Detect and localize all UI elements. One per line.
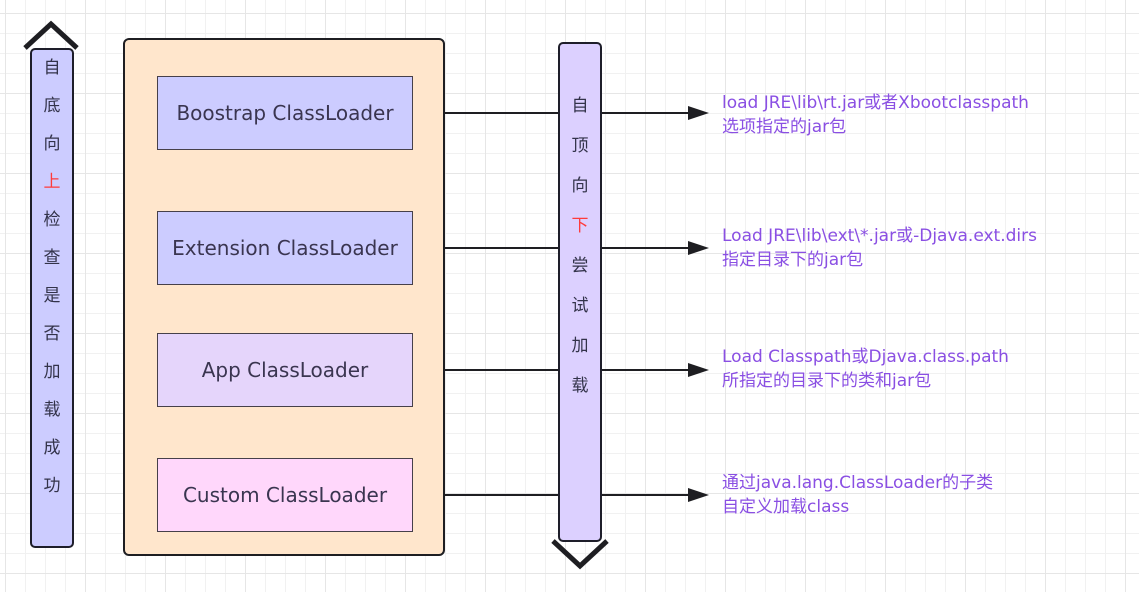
bar-char: 尝 xyxy=(571,256,589,276)
description-line: 指定目录下的jar包 xyxy=(722,250,864,270)
bar-char-highlight: 下 xyxy=(571,216,589,236)
loader-extension: Extension ClassLoader xyxy=(157,211,413,285)
arrowhead-custom-icon xyxy=(688,488,709,502)
bar-char: 载 xyxy=(43,400,61,420)
description-line: Load JRE\lib\ext\*.jar或-Djava.ext.dirs xyxy=(722,226,1037,246)
bar-char: 向 xyxy=(571,176,589,196)
bar-char: 试 xyxy=(571,296,589,316)
arrowhead-extension-icon xyxy=(688,241,709,255)
description-custom: 通过java.lang.ClassLoader的子类 自定义加载class xyxy=(722,471,993,519)
bar-char: 向 xyxy=(43,134,61,154)
description-app: Load Classpath或Djava.class.path 所指定的目录下的… xyxy=(722,345,1009,393)
bar-char: 功 xyxy=(43,476,61,496)
description-bootstrap: load JRE\lib\rt.jar或者Xbootclasspath 选项指定… xyxy=(722,91,1029,139)
bar-char: 顶 xyxy=(571,136,589,156)
down-arrowhead-icon xyxy=(551,539,609,570)
bottom-up-check-bar: 自 底 向 上 检 查 是 否 加 载 成 功 xyxy=(30,48,74,548)
description-line: 自定义加载class xyxy=(722,497,850,517)
description-line: load JRE\lib\rt.jar或者Xbootclasspath xyxy=(722,93,1029,113)
bar-char: 检 xyxy=(43,210,61,230)
description-line: 所指定的目录下的类和jar包 xyxy=(722,371,932,391)
bar-char-highlight: 上 xyxy=(43,172,61,192)
up-arrowhead-icon xyxy=(23,20,79,50)
description-line: 通过java.lang.ClassLoader的子类 xyxy=(722,473,994,493)
arrowhead-app-icon xyxy=(688,363,709,377)
bar-char: 底 xyxy=(43,96,61,116)
loader-label: Custom ClassLoader xyxy=(182,483,388,507)
loader-label: Extension ClassLoader xyxy=(172,236,398,260)
bar-char: 载 xyxy=(571,376,589,396)
loader-bootstrap: Boostrap ClassLoader xyxy=(157,76,413,150)
description-line: 选项指定的jar包 xyxy=(722,117,847,137)
loader-label: App ClassLoader xyxy=(201,358,369,382)
bar-char: 自 xyxy=(43,58,61,78)
arrowhead-bootstrap-icon xyxy=(688,106,709,120)
bar-char: 加 xyxy=(571,336,589,356)
bar-char: 自 xyxy=(571,96,589,116)
bar-char: 是 xyxy=(43,286,61,306)
loader-label: Boostrap ClassLoader xyxy=(176,101,394,125)
bar-char: 否 xyxy=(43,324,61,344)
bar-char: 查 xyxy=(43,248,61,268)
description-extension: Load JRE\lib\ext\*.jar或-Djava.ext.dirs 指… xyxy=(722,224,1037,272)
loader-app: App ClassLoader xyxy=(157,333,413,407)
description-line: Load Classpath或Djava.class.path xyxy=(722,347,1009,367)
loader-custom: Custom ClassLoader xyxy=(157,458,413,532)
top-down-load-bar: 自 顶 向 下 尝 试 加 载 xyxy=(558,42,602,542)
bar-char: 成 xyxy=(43,438,61,458)
bar-char: 加 xyxy=(43,362,61,382)
